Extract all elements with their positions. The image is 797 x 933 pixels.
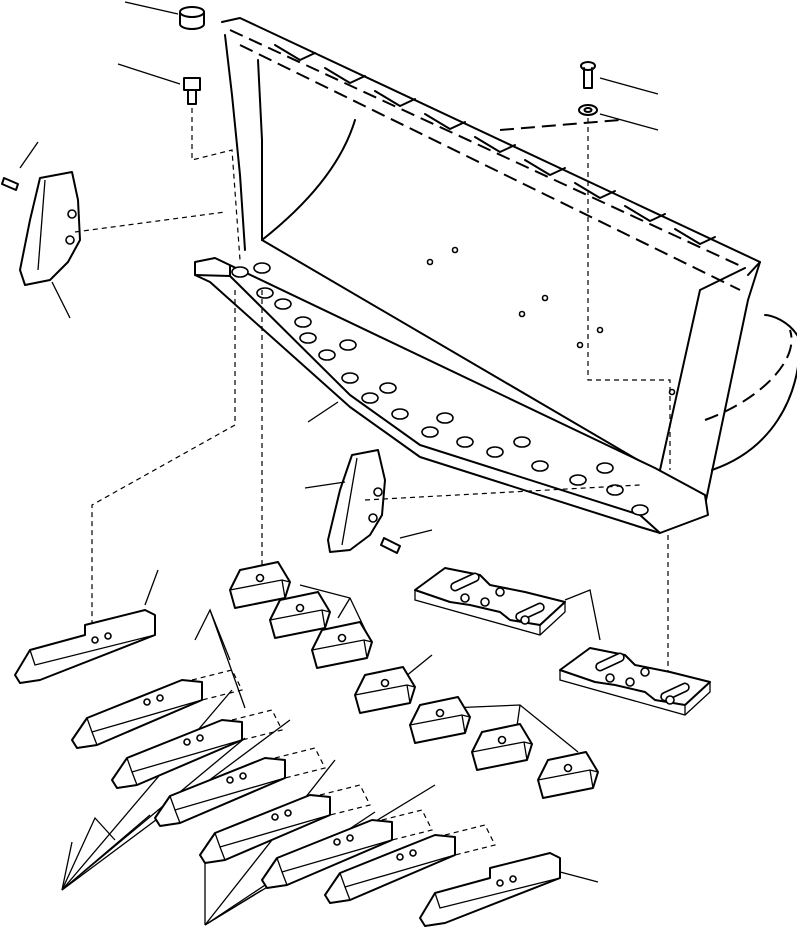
wear-plates [414, 567, 711, 716]
bucket-hole [576, 341, 584, 349]
tooth [154, 747, 326, 827]
adapter [229, 561, 291, 609]
bolt-hole [421, 426, 439, 438]
adapters [229, 561, 599, 799]
bolt-hole [596, 462, 614, 474]
bolt-hole [436, 412, 454, 424]
adapter [471, 723, 533, 771]
bolt-hole [513, 436, 531, 448]
leader-lines [19, 1, 659, 926]
bolt-right [580, 61, 596, 89]
bucket-rib [274, 44, 316, 61]
wear-plate [414, 567, 566, 636]
bucket-hole [596, 326, 604, 334]
bucket-ribs [274, 44, 716, 245]
assembly-lines [74, 108, 671, 690]
bolt-hole [456, 436, 474, 448]
tooth [111, 709, 283, 789]
tooth [261, 809, 433, 889]
bolt-hole [299, 332, 317, 344]
bucket-rib [574, 182, 616, 199]
bolt-hole [361, 392, 379, 404]
end-tooth [14, 609, 156, 684]
bucket-rib [374, 90, 416, 107]
bolt-hole [231, 266, 249, 278]
tooth [324, 824, 496, 904]
bolt-hole [391, 408, 409, 420]
bucket-rib [674, 228, 716, 245]
bolt-left [183, 77, 201, 105]
bucket-rib [474, 136, 516, 153]
cap [179, 6, 205, 30]
adapter [269, 591, 331, 639]
bolt-hole [274, 298, 292, 310]
bucket-hole [451, 246, 459, 254]
pin-left [1, 177, 19, 191]
bucket-rib [324, 67, 366, 84]
bolt-hole [486, 446, 504, 458]
adapter [311, 621, 373, 669]
bolt-hole [318, 349, 336, 361]
teeth [14, 609, 561, 927]
adapter [537, 751, 599, 799]
tooth [199, 784, 371, 864]
bolt-hole [531, 460, 549, 472]
adapter [409, 696, 471, 744]
washer [578, 104, 598, 116]
cutting-edge-bolt-holes [231, 262, 649, 516]
bucket-rib [424, 113, 466, 130]
end-tooth [419, 852, 561, 927]
bolt-hole [341, 372, 359, 384]
bucket-rib [524, 159, 566, 176]
cutting-edge [194, 257, 709, 534]
bucket-hole [541, 294, 549, 302]
adapter [354, 666, 416, 714]
bolt-hole [631, 504, 649, 516]
wear-plate [559, 647, 711, 716]
bucket-hole [426, 258, 434, 266]
bucket-floor-holes [426, 246, 676, 396]
side-cutter-right [327, 449, 386, 553]
pin-right [380, 537, 401, 554]
bolt-hole [569, 474, 587, 486]
bucket-hole [518, 310, 526, 318]
bolt-hole [379, 382, 397, 394]
bolt-hole [339, 339, 357, 351]
bolt-hole [256, 287, 274, 299]
bolt-hole [606, 484, 624, 496]
side-cutter-left [19, 171, 81, 286]
bucket-rib [624, 205, 666, 222]
bolt-hole [294, 316, 312, 328]
bolt-hole [253, 262, 271, 274]
tooth [71, 669, 243, 749]
bucket [221, 17, 797, 506]
